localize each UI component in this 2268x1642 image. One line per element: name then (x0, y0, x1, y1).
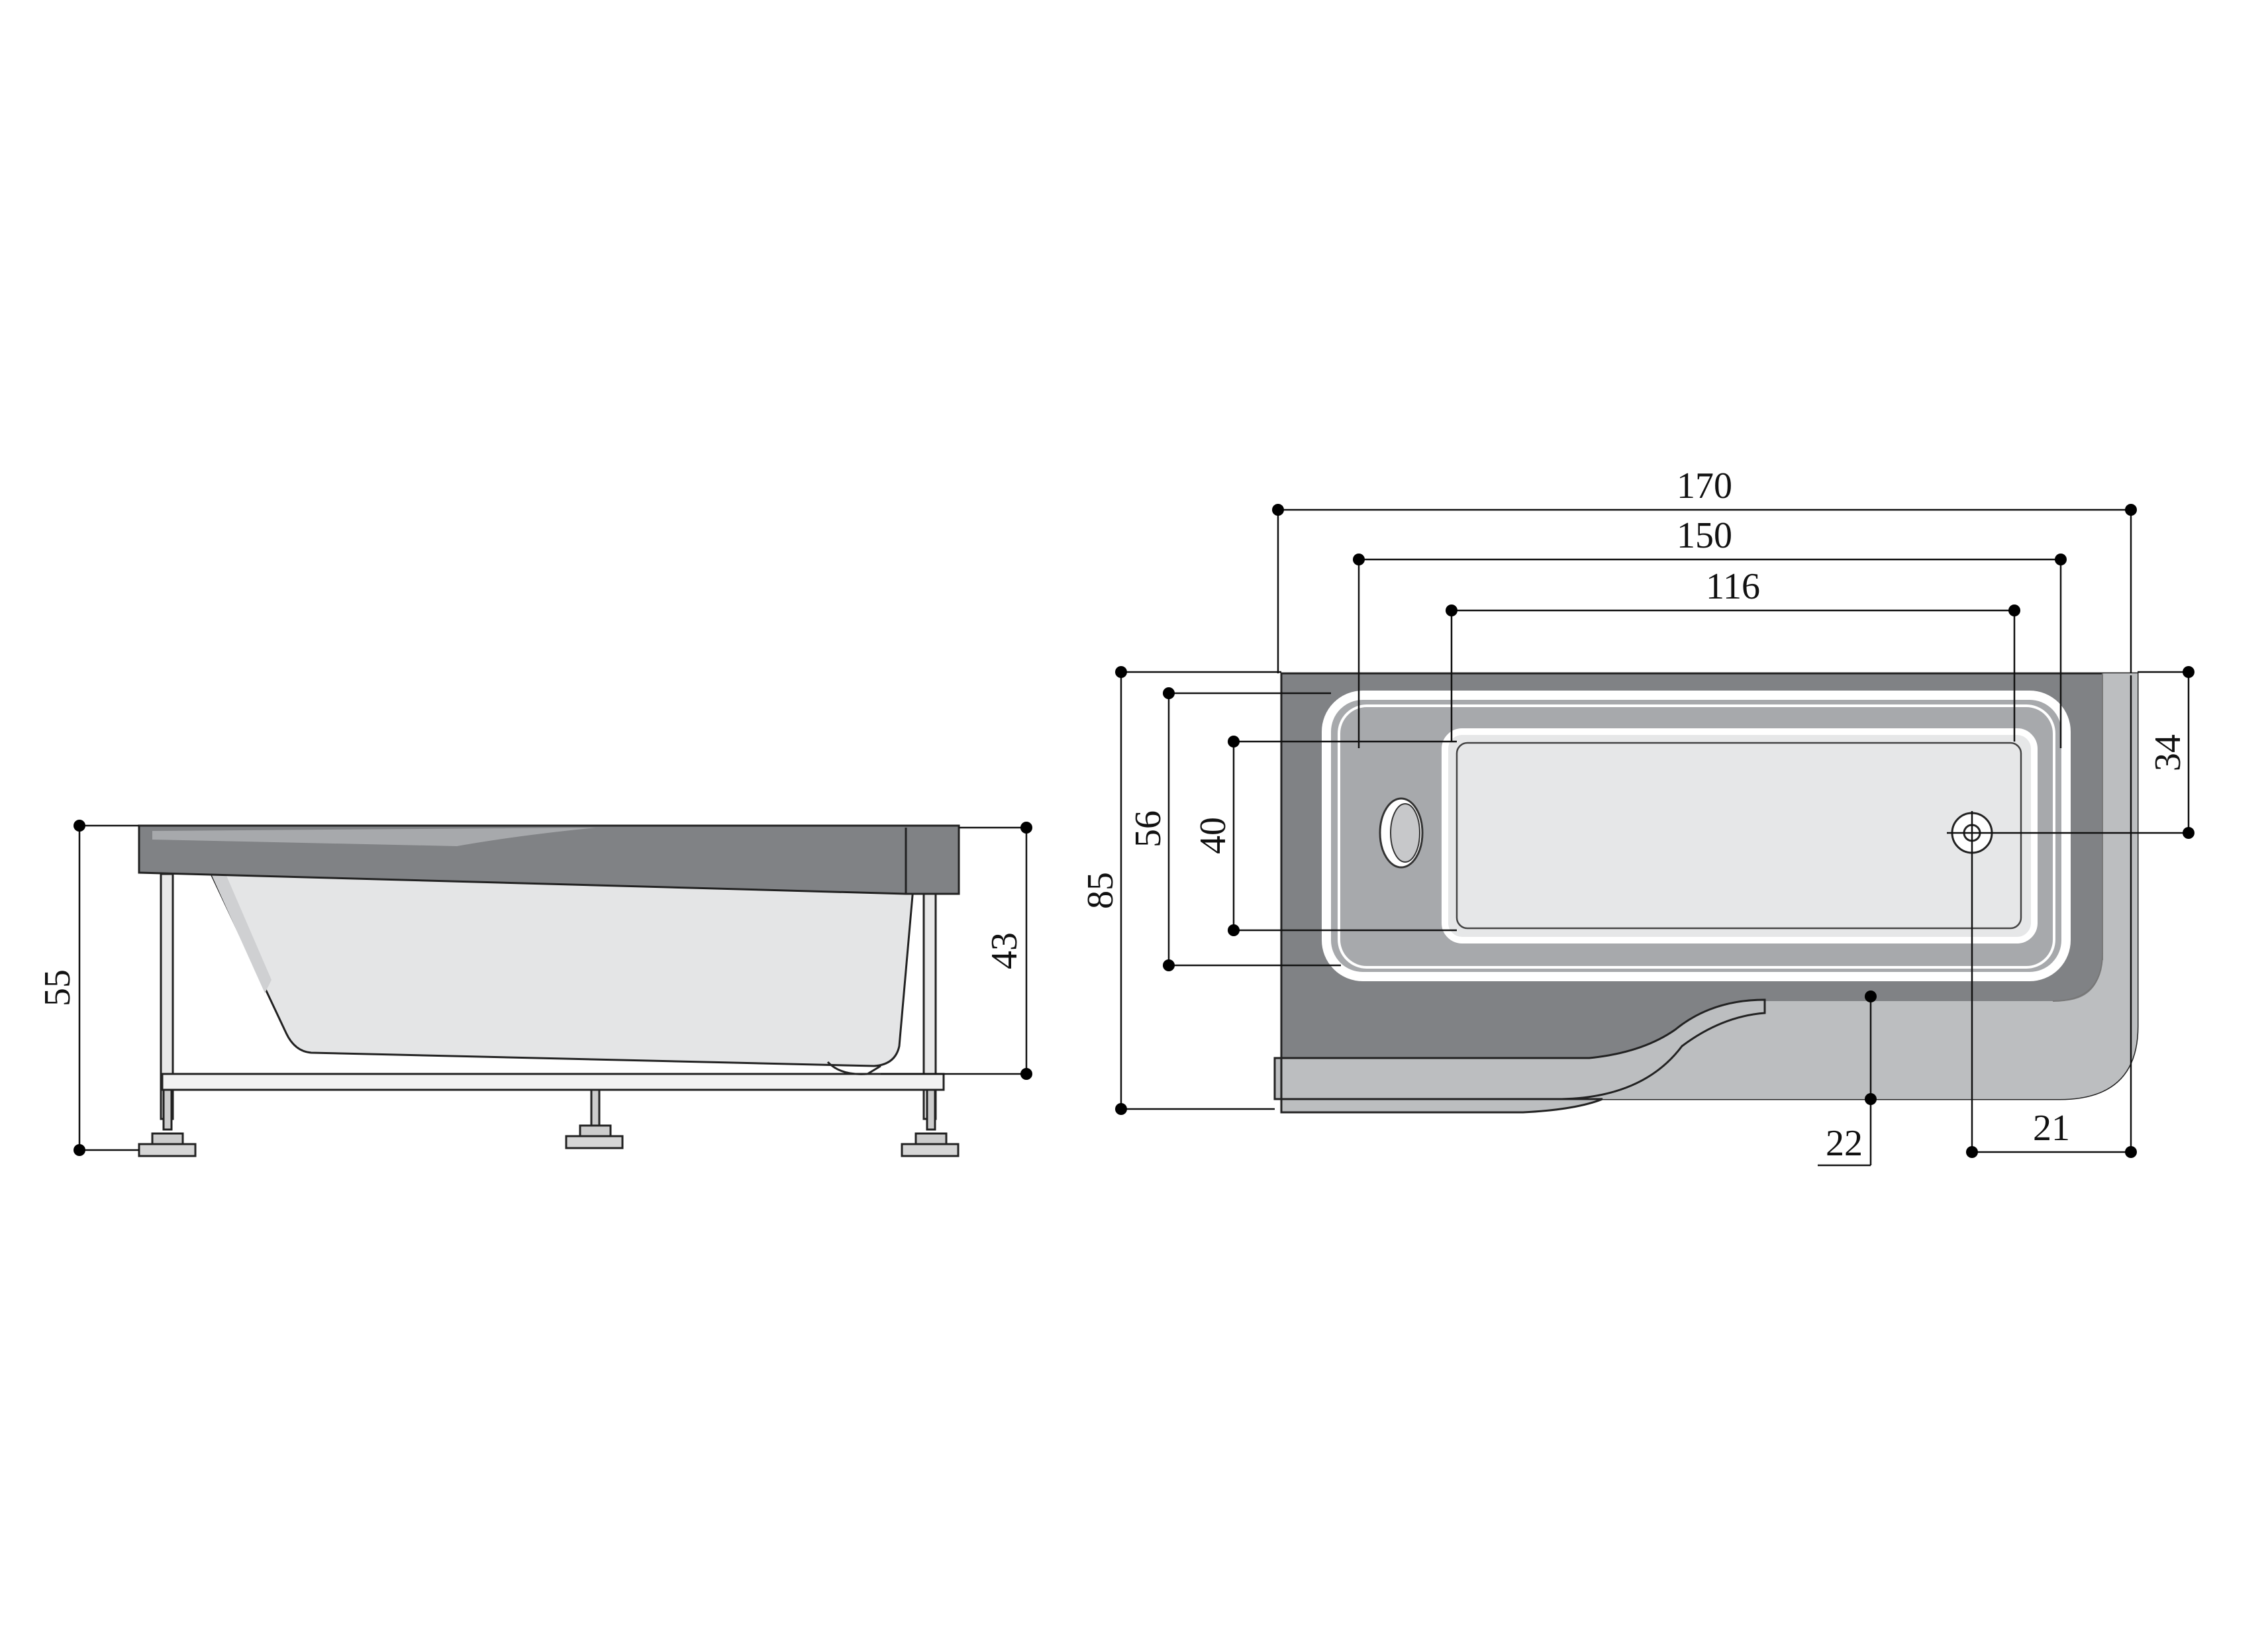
dim-interior-length-label: 150 (1677, 515, 1732, 556)
dim-bottom-length: 116 (1446, 566, 2020, 742)
tub-body-shade (211, 873, 271, 993)
overflow-icon (1379, 797, 1424, 869)
frame-bar (161, 1073, 945, 1091)
dim-interior-width-label: 56 (1128, 810, 1169, 847)
dim-total-height-label: 55 (37, 969, 78, 1006)
tub-floor-edge (1455, 742, 2022, 930)
foot-right-stem (926, 1088, 936, 1131)
tub-floor (1442, 728, 2038, 943)
dim-step-width: 22 (1818, 990, 1877, 1167)
foot-left-stem (162, 1088, 173, 1131)
dim-overall-width: 85 (1080, 666, 1281, 1115)
tub-side-ledge (1543, 673, 2138, 1099)
dim-step-width-label: 22 (1826, 1123, 1863, 1164)
tub-ledge-curve (2052, 953, 2103, 1002)
dim-overall-width-label: 85 (1080, 872, 1121, 909)
dim-drain-offset-y-label: 34 (2147, 734, 2189, 771)
dim-overall-length: 170 (1272, 465, 2137, 673)
dim-total-height: 55 (37, 820, 139, 1156)
tub-body (209, 871, 915, 1067)
dim-drain-offset-x: 21 (1966, 675, 2137, 1158)
dim-bottom-length-label: 116 (1706, 566, 1760, 607)
dim-bottom-width: 40 (1193, 736, 1457, 936)
tub-front-strip (1273, 1057, 1603, 1114)
tub-rim-highlight (152, 828, 596, 846)
dim-rim-height-label: 43 (984, 932, 1025, 969)
dim-interior-length: 150 (1353, 515, 2067, 748)
dim-bottom-width-label: 40 (1193, 817, 1234, 854)
foot-left (138, 1143, 197, 1157)
dim-rim-height: 43 (881, 822, 1032, 1080)
tub-interior-inner-edge (1338, 704, 2055, 969)
support-frame (138, 873, 960, 1157)
top-view: 170 150 116 85 (1080, 465, 2194, 1167)
foot-mid-stem (590, 1088, 601, 1131)
side-view: 55 43 (37, 820, 1032, 1157)
foot-right (901, 1143, 960, 1157)
dim-drain-offset-x-label: 21 (2033, 1108, 2070, 1149)
foot-mid (565, 1135, 624, 1149)
tub-front-ledge (1273, 998, 1766, 1100)
dim-overall-length-label: 170 (1677, 465, 1732, 507)
dim-interior-width: 56 (1128, 687, 1341, 971)
dim-drain-offset-y: 34 (1947, 666, 2194, 839)
tub-drain-bump (826, 1061, 881, 1075)
